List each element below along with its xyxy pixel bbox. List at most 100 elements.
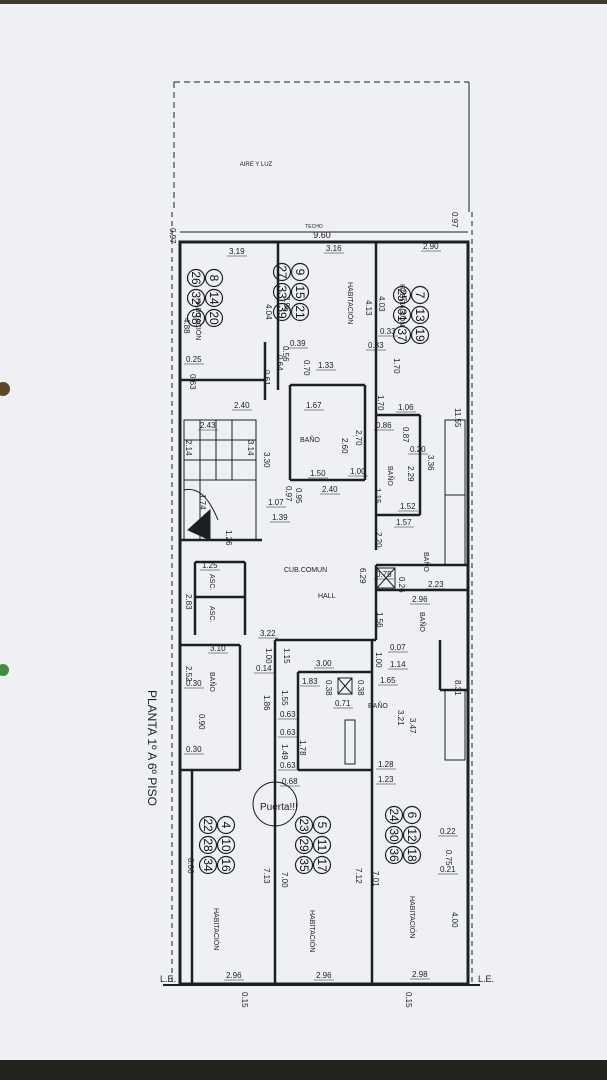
outer-walls xyxy=(163,212,480,986)
unit-circle xyxy=(272,262,292,282)
dimension-label: 1.52 xyxy=(400,502,416,511)
unit-circle xyxy=(204,288,224,308)
dimension-label: 1.00 xyxy=(264,648,273,664)
unit-circle xyxy=(290,302,310,322)
unit-circle xyxy=(204,268,224,288)
dimension-label: 1.00 xyxy=(374,652,383,668)
dimension-label: 0.63 xyxy=(280,761,296,770)
room-label-habitacion: HABITACIÓN xyxy=(308,910,317,952)
dimension-label: 2.40 xyxy=(322,485,338,494)
unit-circle xyxy=(290,262,310,282)
dimension-label: 0.70 xyxy=(302,360,311,376)
unit-number: 10 xyxy=(219,838,233,852)
unit-circle xyxy=(216,855,236,875)
dimension-label: 0.95 xyxy=(294,488,303,504)
punch-hole xyxy=(0,382,10,396)
dimension-label: 1.70 xyxy=(376,395,385,411)
unit-number: 21 xyxy=(293,305,307,319)
unit-number: 8 xyxy=(207,275,221,282)
room-label-bano: BAÑO xyxy=(386,466,395,486)
dimension-label: 0.71 xyxy=(335,699,351,708)
dimension-label: 8.06 xyxy=(186,858,195,874)
dimension-label: 0.38 xyxy=(324,680,333,696)
dimension-label: 1.23 xyxy=(378,775,394,784)
fixtures xyxy=(252,419,466,827)
unit-number: 31 xyxy=(395,308,409,322)
room-label-habitacion: HABITACIÓN xyxy=(398,284,407,326)
dimension-label: 7.01 xyxy=(371,871,380,887)
edge-dim-left: 0.97 xyxy=(168,228,177,244)
unit-number: 6 xyxy=(405,812,419,819)
dimension-label: 1.67 xyxy=(306,401,322,410)
dimension-label: 4.00 xyxy=(450,912,459,928)
dimension-label: 1.15 xyxy=(282,648,291,664)
le-label-left: L.E. xyxy=(160,974,176,984)
dimension-label: 2.40 xyxy=(234,401,250,410)
edge-dim-right: 0.97 xyxy=(450,212,459,228)
room-label-bano: BAÑO xyxy=(368,701,388,710)
dimension-label: 3.14 xyxy=(246,440,255,456)
dimension-label: 3.21 xyxy=(396,710,405,726)
dimension-label: 1.70 xyxy=(392,358,401,374)
dimension-label: 3.19 xyxy=(229,247,245,256)
unit-number: 28 xyxy=(201,838,215,852)
room-label-habitacion: HABITACIÓN xyxy=(194,298,203,340)
dimension-label: 0.86 xyxy=(376,421,392,430)
unit-circle xyxy=(402,825,422,845)
unit-number: 20 xyxy=(207,311,221,325)
dimension-label: 1.25 xyxy=(202,561,218,570)
unit-number: 9 xyxy=(293,269,307,276)
dimension-label: 0.21 xyxy=(440,865,456,874)
unit-circle xyxy=(198,835,218,855)
dimension-label: 11.55 xyxy=(453,408,462,428)
dimension-label: 2.14 xyxy=(184,440,193,456)
dimension-label: 0.90 xyxy=(197,714,206,730)
dimension-label: 1.78 xyxy=(298,740,307,756)
dimension-label: 2.96 xyxy=(412,595,428,604)
dimension-label: 2.96 xyxy=(316,971,332,980)
unit-circle xyxy=(198,855,218,875)
dimension-label: 1.14 xyxy=(390,660,406,669)
unit-circle xyxy=(384,845,404,865)
dimension-label: 0.33 xyxy=(368,341,384,350)
room-label-habitacion: HABITACIÓN xyxy=(212,908,221,950)
unit-number: 4 xyxy=(219,822,233,829)
unit-number: 18 xyxy=(405,848,419,862)
unit-circle xyxy=(312,855,332,875)
dimension-label: 2.70 xyxy=(354,430,363,446)
dimension-label: 0.33 xyxy=(380,327,396,336)
unit-number: 29 xyxy=(297,838,311,852)
unit-number: 16 xyxy=(219,858,233,872)
unit-number: 26 xyxy=(189,271,203,285)
room-label-bano: BAÑO xyxy=(208,672,217,692)
unit-circle xyxy=(402,805,422,825)
dimension-label: 7.13 xyxy=(262,868,271,884)
unit-circle xyxy=(294,835,314,855)
dimension-label: 1.57 xyxy=(396,518,412,527)
dimension-label: 0.63 xyxy=(280,710,296,719)
unit-number: 14 xyxy=(207,291,221,305)
dimension-label: 1.39 xyxy=(272,513,288,522)
unit-number: 32 xyxy=(189,291,203,305)
room-labels: HABITACIÓN HABITACIÓN HABITACIÓN BAÑO BA… xyxy=(194,282,431,952)
unit-number: 13 xyxy=(413,308,427,322)
dimension-label: 1.56 xyxy=(375,612,384,628)
dimension-label: 4.04 xyxy=(264,304,273,320)
dimension-label: 1.83 xyxy=(302,677,318,686)
dimension-label: 2.52 xyxy=(184,666,193,682)
unit-circle xyxy=(294,855,314,875)
dimension-label: 3.10 xyxy=(210,644,226,653)
unit-number: 12 xyxy=(405,828,419,842)
unit-circle xyxy=(290,282,310,302)
dimension-label: 0.68 xyxy=(282,777,298,786)
dimension-label: 0.75 xyxy=(444,850,453,866)
unit-number: 36 xyxy=(387,848,401,862)
unit-number: 35 xyxy=(297,858,311,872)
dimension-label: 0.26 xyxy=(397,577,406,593)
unit-circle xyxy=(186,268,206,288)
dimension-label: 0.30 xyxy=(186,745,202,754)
table-surface xyxy=(0,1060,607,1080)
unit-circle xyxy=(198,815,218,835)
